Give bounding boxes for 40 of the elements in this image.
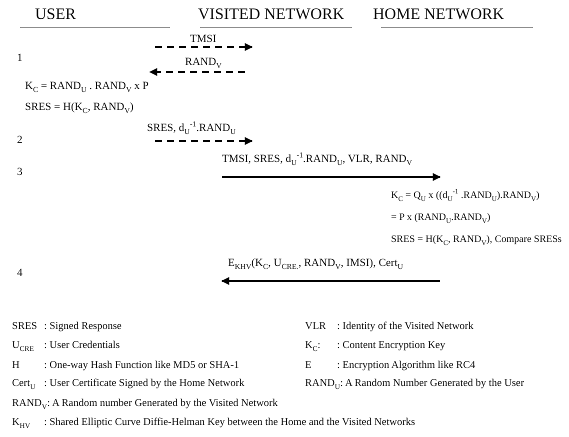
glossary-text: : Content Encryption Key — [337, 339, 446, 352]
step-number: 3 — [17, 166, 22, 179]
glossary-text: VLR — [305, 320, 326, 333]
glossary-text: Cert$_{U}$ — [12, 377, 36, 390]
glossary-text: U$_{CRE}$ — [12, 339, 34, 352]
equation-text: = P x (RAND$_{U}$.RAND$_{V}$) — [391, 211, 490, 224]
equation-text: K$_{C}$ = Q$_{U}$ x ((d$_{U}$$^{-1}$ .RAND$_{U}$).RAND$_{V}$) — [391, 189, 540, 202]
message-arrow — [155, 137, 253, 145]
edge-label: SRES, d$_{U}$$^{-1}$.RAND$_{U}$ — [147, 122, 236, 135]
glossary-text: RAND$_{U}$: A Random Number Generated by the User — [305, 377, 524, 390]
column-heading: HOME NETWORK — [373, 5, 504, 24]
glossary-text: H — [12, 359, 20, 372]
glossary-text: : Identity of the Visited Network — [337, 320, 474, 333]
edge-label: E$_{KHV}$(K$_{C}$, U$_{CRE.}$, RAND$_{V}$, IMSI), Cert$_{U}$ — [228, 257, 404, 270]
edge-label: TMSI — [190, 33, 216, 46]
step-number: 1 — [17, 52, 22, 65]
equation-text: SRES = H(K$_{C}$, RAND$_{V}$), Compare SRESs — [391, 233, 562, 246]
glossary-text: K$_{HV}$ — [12, 416, 30, 429]
glossary-text: RAND$_{V}$: A Random number Generated by the Visited Network — [12, 397, 278, 410]
glossary-text: : Signed Response — [44, 320, 122, 333]
edge-label: TMSI, SRES, d$_{U}$$^{-1}$.RAND$_{U}$, VLR, RAND$_{V}$ — [222, 153, 412, 166]
equation-text: SRES = H(K$_{C}$, RAND$_{V}$) — [25, 101, 134, 114]
glossary-text: K$_{C}$: — [305, 339, 320, 352]
message-arrow — [222, 173, 441, 181]
glossary-text: : User Certificate Signed by the Home Network — [44, 377, 244, 390]
column-heading: VISITED NETWORK — [198, 5, 344, 24]
step-number: 4 — [17, 267, 22, 280]
message-arrow — [221, 277, 440, 285]
glossary-text: : One-way Hash Function like MD5 or SHA-1 — [44, 359, 240, 372]
glossary-text: : Shared Elliptic Curve Diffie-Helman Key between the Home and the Visited Networks — [44, 416, 416, 429]
message-arrow — [155, 43, 253, 51]
glossary-text: SRES — [12, 320, 38, 333]
message-arrow — [149, 68, 245, 76]
glossary-text: : User Credentials — [44, 339, 120, 352]
glossary-text: E — [305, 359, 312, 372]
step-number: 2 — [17, 134, 22, 147]
column-heading: USER — [35, 5, 76, 24]
edge-label: RAND$_{V}$ — [185, 56, 222, 69]
equation-text: K$_{C}$ = RAND$_{U}$ . RAND$_{V}$ x P — [25, 80, 149, 93]
glossary-text: : Encryption Algorithm like RC4 — [337, 359, 476, 372]
